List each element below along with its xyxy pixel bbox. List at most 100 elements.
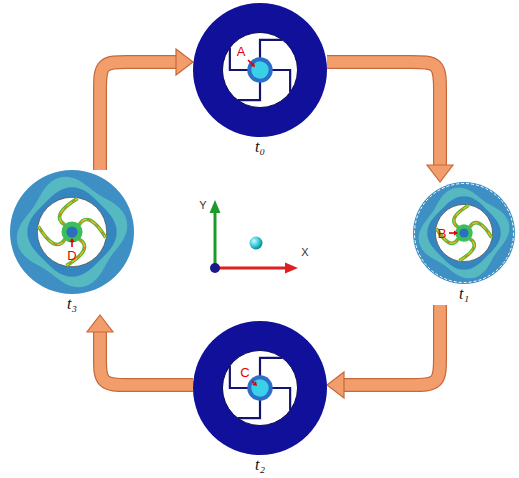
spring-arm-stress xyxy=(454,205,469,227)
spring-arm-stress xyxy=(459,239,474,261)
spring-arm-peak xyxy=(79,220,106,238)
arrow-head xyxy=(176,49,193,75)
inner-hole xyxy=(37,197,106,266)
time-label: t₂ xyxy=(255,456,265,474)
disc-model xyxy=(413,182,515,284)
origin-dot xyxy=(210,263,220,273)
rigid-disc xyxy=(193,321,327,455)
arrow-body xyxy=(341,305,440,385)
y-axis xyxy=(214,212,217,268)
x-axis xyxy=(215,267,286,270)
hub-core xyxy=(251,379,268,396)
point-marker: B xyxy=(438,227,447,241)
spring-arm xyxy=(38,226,65,244)
hub-ring xyxy=(247,375,272,400)
arrow-outline xyxy=(100,62,179,170)
spring-arm xyxy=(260,358,282,377)
cycle-arrow xyxy=(100,49,193,170)
spring-arm xyxy=(238,399,260,418)
hub-core xyxy=(459,228,468,237)
hub-ring xyxy=(61,221,82,242)
point-marker-wrap: D xyxy=(67,249,76,263)
deformed-disc xyxy=(413,182,515,284)
point-marker-wrap: C xyxy=(240,366,249,380)
axis-label: Y xyxy=(199,199,206,211)
reference-sphere xyxy=(250,237,263,250)
spring-arm xyxy=(271,70,290,92)
spring-arm-peak xyxy=(66,239,84,266)
arrow-body xyxy=(100,329,193,385)
undeformed-outline xyxy=(415,184,514,283)
outer-ring xyxy=(193,3,327,137)
stress-band xyxy=(427,196,500,269)
spring-arm xyxy=(79,220,106,238)
spring-arm-stress xyxy=(38,226,65,244)
time-label: t₁ xyxy=(459,285,469,303)
spring-arm-peak xyxy=(38,226,65,244)
arrow-head xyxy=(87,315,113,332)
axis-label-wrap: Y xyxy=(199,199,206,211)
disc-model xyxy=(193,3,327,137)
ring-stage: Ct₂ xyxy=(193,321,327,476)
stress-band xyxy=(419,188,510,279)
stress-band xyxy=(27,187,116,276)
pointer-line xyxy=(248,60,252,64)
hub-ring xyxy=(247,57,272,82)
spring-arm xyxy=(66,239,84,266)
spring-arm-stress xyxy=(60,198,78,225)
stress-band xyxy=(17,177,127,287)
point-marker-wrap: B xyxy=(438,227,447,241)
time-label-wrap: t₃ xyxy=(67,295,77,313)
x-axis-head xyxy=(285,263,298,274)
arrow-outline xyxy=(100,329,193,385)
spring-arm xyxy=(459,239,474,261)
time-label: t₀ xyxy=(255,138,265,156)
cycle-arrow xyxy=(87,315,193,385)
cycle-arrow xyxy=(327,62,453,182)
ring-stage: At₀ xyxy=(193,3,327,158)
arrow-body xyxy=(100,62,179,170)
pointer-head xyxy=(250,62,255,67)
deformed-disc xyxy=(10,170,134,294)
pointer-head xyxy=(454,230,458,235)
pointer-head xyxy=(69,238,74,242)
outer-ring xyxy=(10,170,134,294)
cycle-arrow xyxy=(327,305,440,398)
pointer-line xyxy=(252,381,254,383)
spring-arm-peak xyxy=(60,198,78,225)
outer-ring xyxy=(193,321,327,455)
y-axis-head xyxy=(210,200,221,213)
hub-core xyxy=(251,61,268,78)
spring-arm-peak xyxy=(470,223,492,238)
spring-arm xyxy=(238,81,260,100)
arrow-body xyxy=(327,62,440,168)
ring-stage: Bt₁ xyxy=(413,182,515,305)
axis-label-wrap: X xyxy=(301,246,308,258)
time-label-wrap: t₀ xyxy=(255,138,265,156)
spring-arm-stress xyxy=(66,239,84,266)
point-marker: D xyxy=(67,249,76,263)
spring-arm xyxy=(271,388,290,410)
spring-arm xyxy=(470,223,492,238)
point-marker-wrap: A xyxy=(237,45,246,59)
arrow-outline xyxy=(341,305,440,385)
disc-model xyxy=(10,170,134,294)
outer-ring xyxy=(413,182,515,284)
spring-arm xyxy=(260,40,282,59)
disc-model xyxy=(193,321,327,455)
inner-hole xyxy=(222,350,297,425)
time-label-wrap: t₁ xyxy=(459,285,469,303)
pointer-head xyxy=(252,381,257,386)
pointer-line xyxy=(449,232,454,234)
spring-arm-stress xyxy=(79,220,106,238)
arrow-head xyxy=(327,372,344,398)
spring-arm-peak xyxy=(459,239,474,261)
inner-hole xyxy=(222,32,297,107)
rigid-disc xyxy=(193,3,327,137)
time-label: t₃ xyxy=(67,295,77,313)
arrow-outline xyxy=(327,62,440,168)
arrow-head xyxy=(427,165,453,182)
inner-hole xyxy=(435,204,492,261)
